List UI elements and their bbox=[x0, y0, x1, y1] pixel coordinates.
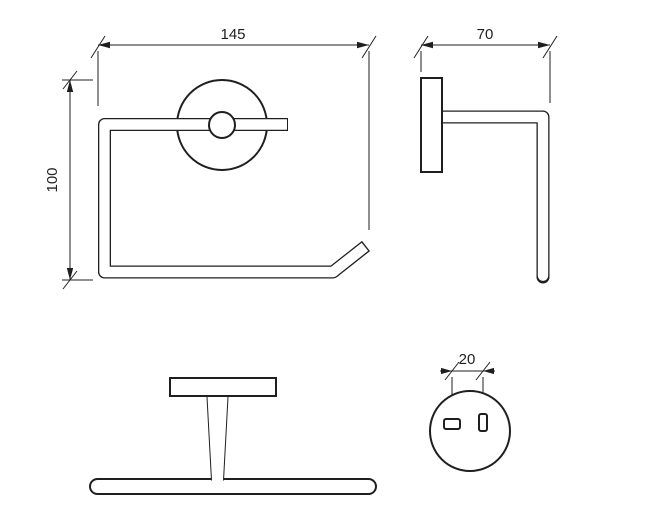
bottom-view bbox=[89, 377, 377, 495]
mounting-slot-horizontal bbox=[443, 418, 461, 430]
arrowhead-top-icon bbox=[66, 80, 74, 92]
extension-tick bbox=[542, 35, 558, 59]
post-stem-right-edge bbox=[223, 396, 229, 481]
width-dimension: 145 bbox=[90, 26, 377, 230]
mounting-plate-circle bbox=[429, 390, 511, 472]
roll-bar-bottom bbox=[89, 478, 377, 495]
extension-tick bbox=[90, 35, 106, 59]
post-stem-left-edge bbox=[206, 396, 212, 481]
extension-tick bbox=[413, 35, 429, 59]
extension-tick bbox=[475, 361, 491, 381]
arrowhead-left-icon bbox=[441, 367, 452, 375]
roll-holder-bar-fill bbox=[99, 119, 369, 278]
depth-dimension-label: 70 bbox=[477, 26, 494, 43]
arrowhead-left-icon bbox=[421, 41, 433, 49]
post-stem-fill bbox=[207, 397, 228, 481]
hole-spacing-dimension: 20 bbox=[440, 351, 495, 413]
arrowhead-bottom-icon bbox=[66, 268, 74, 280]
depth-dimension: 70 bbox=[413, 26, 558, 103]
arrowhead-right-icon bbox=[483, 367, 494, 375]
arrowhead-right-icon bbox=[538, 41, 550, 49]
side-arm-rod-outline bbox=[434, 110, 550, 284]
arrowhead-left-icon bbox=[98, 41, 110, 49]
height-dimension-label: 100 bbox=[44, 167, 61, 192]
side-arm-rod-fill bbox=[435, 111, 549, 281]
arrowhead-right-icon bbox=[357, 41, 369, 49]
extension-tick bbox=[361, 35, 377, 59]
extension-tick bbox=[444, 361, 460, 381]
width-dimension-label: 145 bbox=[220, 26, 245, 43]
height-dimension: 100 bbox=[44, 70, 93, 290]
post-hub-circle bbox=[208, 111, 236, 139]
mounting-slot-vertical bbox=[478, 413, 488, 432]
front-view: 145 100 bbox=[44, 26, 377, 290]
wall-plate-bottom bbox=[169, 377, 277, 397]
hole-spacing-label: 20 bbox=[459, 351, 476, 368]
wall-plate-side bbox=[420, 77, 443, 173]
mounting-detail-view: 20 bbox=[429, 351, 511, 472]
side-view: 70 bbox=[413, 26, 558, 284]
